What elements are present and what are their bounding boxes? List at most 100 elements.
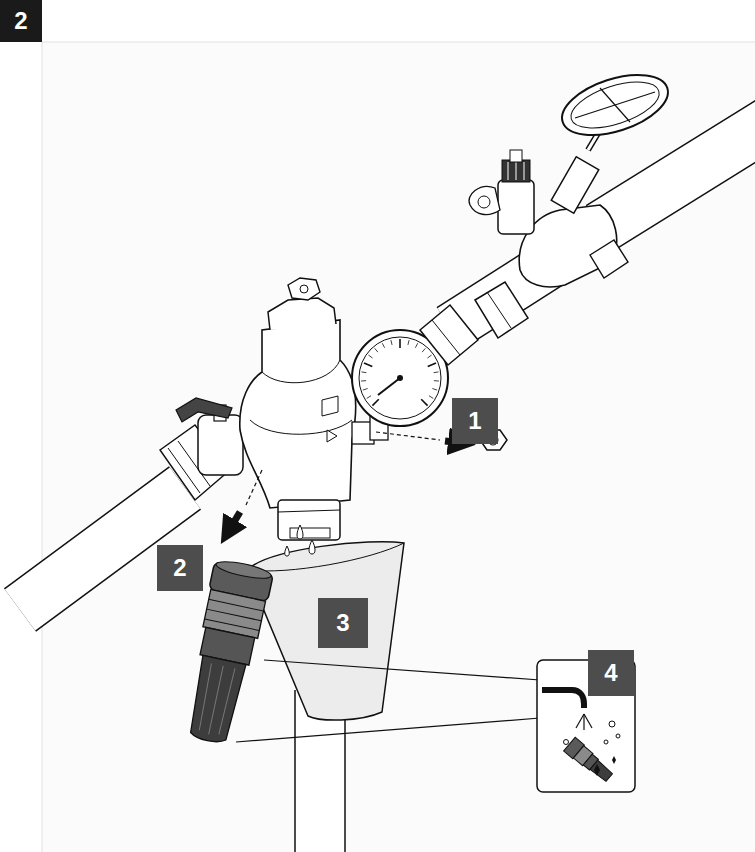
gauge-tick <box>428 355 432 358</box>
gauge-tick <box>363 389 368 391</box>
cleaning-inset <box>564 737 615 784</box>
pressure-reducer <box>240 278 374 540</box>
cleaning-inset <box>594 764 600 776</box>
gauge-tick <box>361 380 366 381</box>
gauge-tick <box>415 343 417 347</box>
node-label: 4 <box>604 661 617 685</box>
gauge-tick <box>434 380 439 381</box>
pressure-reducer <box>278 510 340 512</box>
filter-arrow <box>228 470 262 532</box>
filter-cartridge <box>209 599 264 611</box>
node-label: 2 <box>173 556 186 580</box>
gauge-tick <box>434 371 439 373</box>
node-label: 2 <box>14 9 27 33</box>
gauge-tick <box>372 399 378 405</box>
inset-leader <box>264 660 540 680</box>
stop-valve <box>510 150 522 162</box>
frame-panel <box>42 42 755 852</box>
pressure-gauge <box>397 375 403 381</box>
callout-number: 4 <box>588 650 634 696</box>
pressure-reducer <box>262 360 340 383</box>
plug-arrow <box>376 432 462 443</box>
pressure-gauge <box>378 378 400 395</box>
pressure-reducer <box>300 285 308 293</box>
ball-valve <box>168 448 200 493</box>
stop-valve <box>600 88 630 122</box>
union-fitting <box>475 282 528 338</box>
cleaning-inset <box>590 760 613 782</box>
inset-leader <box>236 660 540 742</box>
gauge-tick <box>428 363 436 366</box>
callout-number: 1 <box>452 398 498 444</box>
bucket <box>247 542 404 720</box>
union-fitting <box>432 320 460 355</box>
cleaning-inset <box>542 690 584 708</box>
node-label: 1 <box>468 409 481 433</box>
gauge-ticks <box>361 339 439 406</box>
gauge-tick <box>391 340 392 345</box>
ball-valve <box>176 398 232 422</box>
pressure-reducer <box>322 396 338 416</box>
stop-valve <box>469 63 675 287</box>
cleaning-inset <box>564 740 569 745</box>
cleaning-inset <box>616 734 620 738</box>
pressure-reducer <box>240 320 356 508</box>
pressure-reducer <box>268 298 336 330</box>
stop-valve <box>516 162 517 180</box>
gauge-tick <box>367 396 371 399</box>
stop-valve <box>508 162 509 180</box>
gauge-tick <box>408 340 409 345</box>
stop-valve <box>551 157 599 213</box>
inset-leader <box>236 718 540 742</box>
water-drops <box>309 540 315 554</box>
stop-valve <box>502 160 530 182</box>
vertical-pipe <box>294 690 296 852</box>
gauge-tick <box>375 348 378 352</box>
gauge-tick <box>368 355 372 358</box>
stop-valve <box>524 162 525 180</box>
gauge-tick <box>429 396 433 399</box>
union-fitting <box>420 282 528 365</box>
plug-arrow <box>376 432 440 440</box>
cleaning-inset <box>609 721 615 727</box>
gauge-tick <box>432 389 437 391</box>
pressure-reducer <box>290 528 330 538</box>
gauge-tick <box>421 399 427 405</box>
filter-cartridge <box>186 655 246 745</box>
cleaning-inset <box>584 714 592 728</box>
cleaning-inset <box>576 714 584 728</box>
step-number: 2 <box>0 0 42 42</box>
gauge-tick <box>422 348 425 352</box>
gauge-tick <box>364 363 372 366</box>
filter-cartridge <box>207 609 262 621</box>
stop-valve <box>498 180 534 234</box>
union-fitting <box>420 305 478 365</box>
gauge-tick <box>361 371 366 373</box>
pressure-reducer <box>288 278 320 300</box>
stop-valve <box>478 196 490 208</box>
ball-valve <box>198 415 243 475</box>
water-drops <box>285 546 290 556</box>
gauge-tick <box>399 339 401 348</box>
node-label: 3 <box>336 611 349 635</box>
stop-valve <box>565 73 664 138</box>
pressure-gauge <box>359 337 441 419</box>
water-drops <box>285 525 315 556</box>
pressure-reducer <box>278 500 340 540</box>
gauge-tick <box>382 343 384 347</box>
water-drops <box>297 525 303 539</box>
pressure-reducer <box>250 420 352 434</box>
filter-arrow <box>228 512 240 532</box>
stop-valve <box>590 240 628 278</box>
cleaning-inset <box>612 756 616 764</box>
filter-cartridge <box>197 663 213 730</box>
stop-valve <box>555 63 676 146</box>
cleaning-inset <box>604 740 608 744</box>
bucket <box>247 542 404 720</box>
filter-arrow <box>246 470 262 505</box>
stop-valve <box>469 186 500 214</box>
filter-cartridge <box>219 668 235 735</box>
cleaning-inset <box>583 714 584 730</box>
